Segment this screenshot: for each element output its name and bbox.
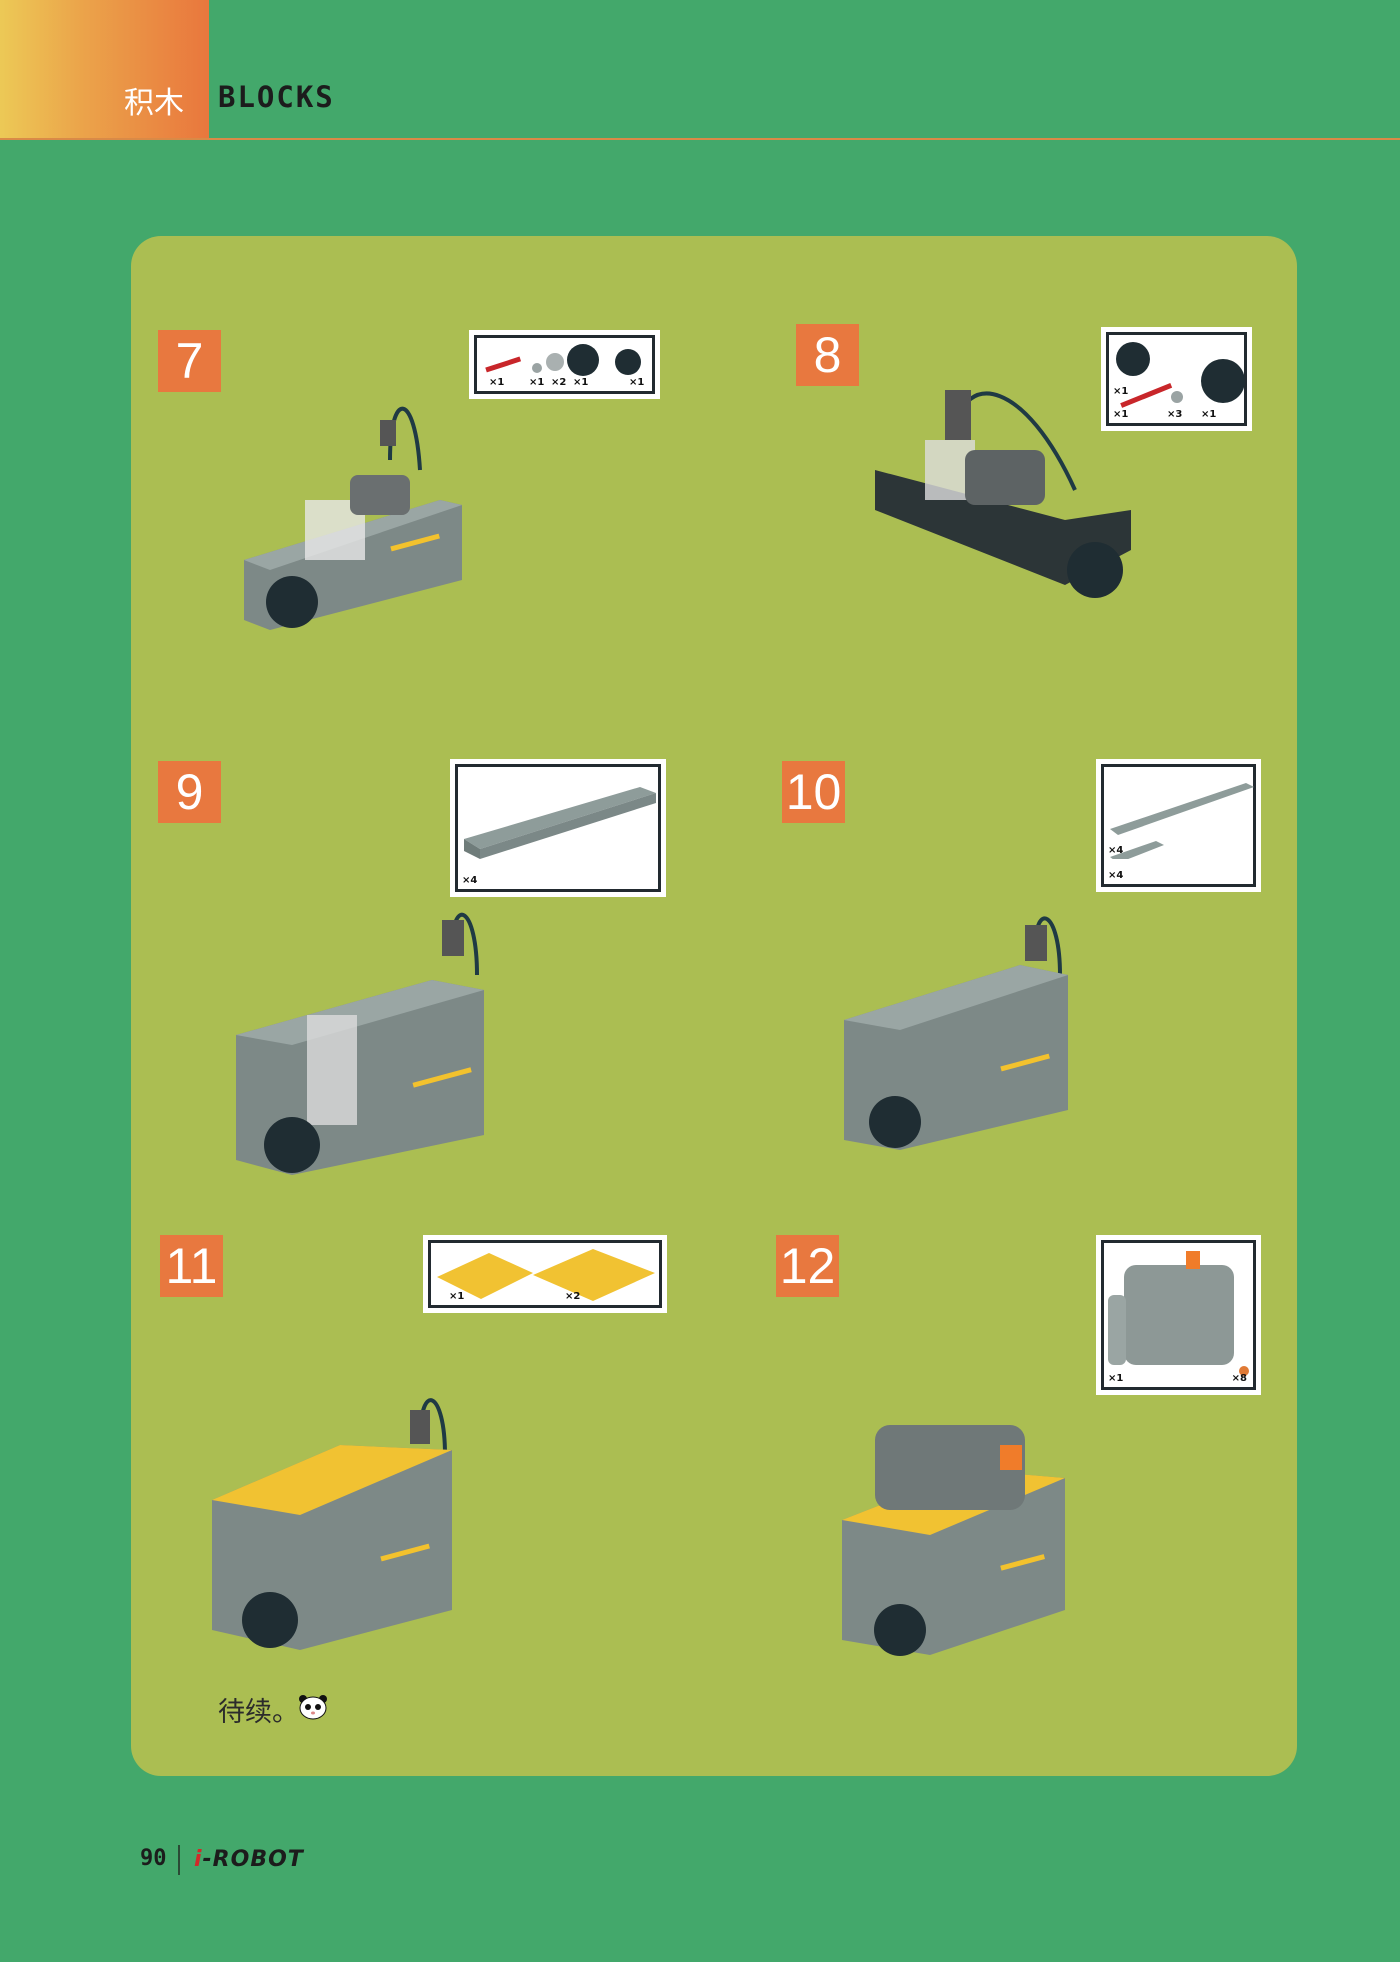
- to-be-continued-text: 待续。: [218, 1697, 299, 1728]
- brand-logo: i-ROBOT: [194, 1847, 304, 1872]
- part-qty: ×1: [1108, 1373, 1124, 1384]
- step-number-9: 9: [158, 761, 221, 823]
- parts-box-step-10: ×4 ×4: [1096, 759, 1261, 892]
- part-qty: ×4: [462, 875, 478, 886]
- part-qty: ×2: [565, 1291, 581, 1302]
- step-number-7: 7: [158, 330, 221, 392]
- parts-box-step-7: ×1 ×1 ×2 ×1 ×1: [469, 330, 660, 399]
- part-qty: ×1: [449, 1291, 465, 1302]
- step-number-11: 11: [160, 1235, 223, 1297]
- part-qty: ×1: [573, 377, 589, 388]
- model-illustration-step-7: [244, 406, 462, 630]
- model-illustration-step-12: [842, 1425, 1065, 1656]
- parts-illustration: [485, 344, 641, 376]
- parts-illustration: [437, 1249, 655, 1301]
- part-qty: ×1: [1201, 409, 1217, 420]
- parts-illustration: [464, 787, 656, 859]
- model-illustration-step-9: [236, 912, 484, 1175]
- page-number: 90: [140, 1846, 167, 1871]
- step-number-12: 12: [776, 1235, 839, 1297]
- parts-box-step-11: ×1 ×2: [423, 1235, 667, 1313]
- part-qty: ×1: [529, 377, 545, 388]
- brand-logo-text: -ROBOT: [202, 1847, 304, 1872]
- parts-box-step-9: ×4: [450, 759, 666, 897]
- part-qty: ×2: [551, 377, 567, 388]
- part-qty: ×8: [1231, 1373, 1247, 1384]
- header-divider: [0, 138, 1400, 140]
- part-qty: ×1: [1113, 386, 1129, 397]
- step-number-8: 8: [796, 324, 859, 386]
- part-qty: ×3: [1167, 409, 1183, 420]
- parts-illustration: [1116, 342, 1245, 408]
- brand-logo-i: i: [194, 1847, 203, 1872]
- model-illustration-step-11: [212, 1398, 452, 1650]
- part-qty: ×1: [1113, 409, 1129, 420]
- model-illustration-step-10: [844, 916, 1068, 1150]
- part-qty: ×4: [1108, 870, 1124, 881]
- section-tab: [0, 0, 209, 139]
- part-qty: ×1: [489, 377, 505, 388]
- parts-box-step-12: ×1 ×8: [1096, 1235, 1261, 1395]
- panda-icon: [299, 1695, 327, 1720]
- part-qty: ×1: [629, 377, 645, 388]
- parts-illustration: [1110, 783, 1254, 859]
- model-illustration-step-8: [875, 390, 1131, 598]
- footer-divider: [178, 1845, 180, 1875]
- parts-illustration: [1108, 1251, 1249, 1376]
- section-title-cn: 积木: [124, 86, 184, 121]
- part-qty: ×4: [1108, 845, 1124, 856]
- parts-box-step-8: ×1 ×1 ×3 ×1: [1101, 327, 1252, 431]
- step-number-10: 10: [782, 761, 845, 823]
- section-title-en: BLOCKS: [218, 80, 335, 114]
